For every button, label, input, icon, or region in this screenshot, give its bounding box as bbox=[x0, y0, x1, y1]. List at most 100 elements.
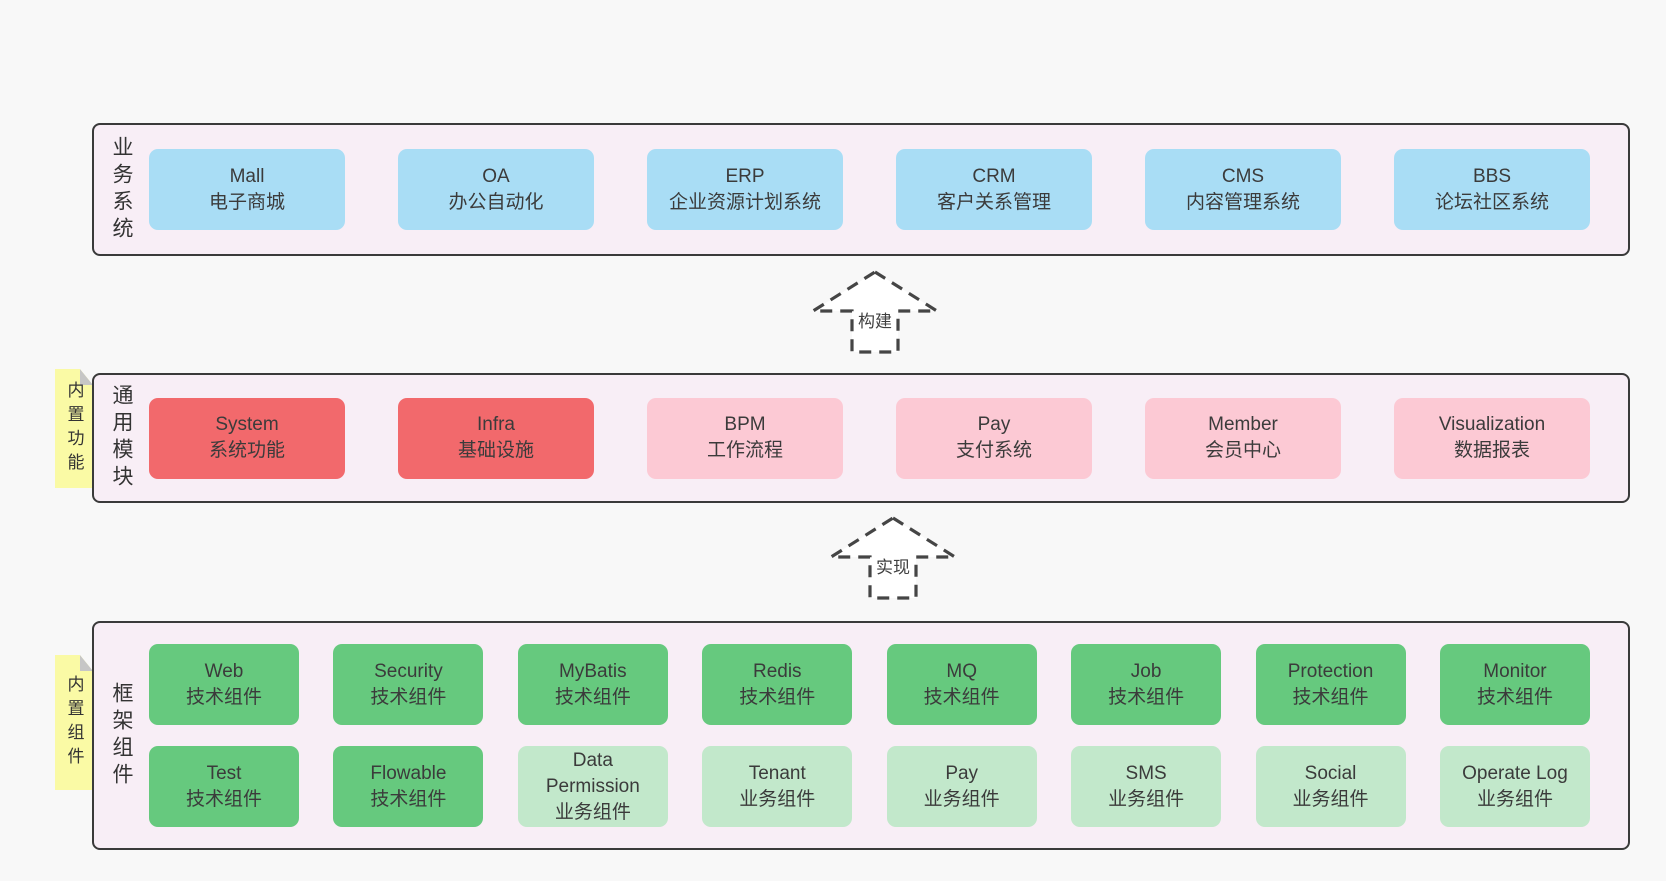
section-title: 框架组件 bbox=[110, 681, 133, 790]
box-subtitle: 论坛社区系统 bbox=[1434, 191, 1549, 213]
implement-arrow: 实现 bbox=[829, 516, 957, 600]
box-subtitle: 工作流程 bbox=[706, 440, 783, 461]
box-subtitle: 电子商城 bbox=[208, 191, 285, 213]
box-title: Web bbox=[204, 660, 244, 682]
box-title: Social bbox=[1304, 762, 1357, 784]
box-title: Member bbox=[1208, 414, 1278, 435]
section-label-column: 业务系统 bbox=[94, 125, 149, 254]
section-title: 业务系统 bbox=[110, 135, 133, 244]
box-subtitle: 技术组件 bbox=[1292, 686, 1369, 708]
box-title: Protection bbox=[1287, 660, 1374, 682]
sticky-note-built-in-components: 内置组件 bbox=[55, 655, 93, 790]
box-subtitle: 支付系统 bbox=[955, 440, 1032, 461]
box-title: OA bbox=[482, 165, 510, 187]
box-subtitle: 技术组件 bbox=[185, 788, 262, 810]
section-label-column: 框架组件 bbox=[94, 623, 149, 848]
box-mq: MQ 技术组件 bbox=[886, 644, 1037, 725]
box-mall: Mall 电子商城 bbox=[149, 149, 345, 230]
box-security: Security 技术组件 bbox=[333, 644, 484, 725]
box-title: Test bbox=[206, 762, 242, 784]
box-title: Pay bbox=[977, 414, 1011, 435]
up-arrow-icon bbox=[811, 270, 939, 354]
box-title: BBS bbox=[1472, 165, 1512, 187]
box-bbs: BBS 论坛社区系统 bbox=[1394, 149, 1590, 230]
box-job: Job 技术组件 bbox=[1071, 644, 1222, 725]
box-subtitle: 技术组件 bbox=[923, 686, 1000, 708]
box-bpm: BPM 工作流程 bbox=[647, 397, 843, 479]
build-arrow: 构建 bbox=[811, 270, 939, 354]
box-title: Data Permission bbox=[545, 749, 640, 797]
section-label-column: 通用模块 bbox=[94, 375, 149, 501]
box-title: MQ bbox=[946, 660, 977, 682]
box-cms: CMS 内容管理系统 bbox=[1145, 149, 1341, 230]
box-title: Security bbox=[374, 660, 443, 682]
box-title: ERP bbox=[725, 165, 765, 187]
arrow-label: 构建 bbox=[858, 312, 892, 331]
box-title: CMS bbox=[1221, 165, 1265, 187]
box-pay: Pay 支付系统 bbox=[896, 397, 1092, 479]
box-redis: Redis 技术组件 bbox=[702, 644, 853, 725]
box-subtitle: 技术组件 bbox=[739, 686, 816, 708]
box-title: Flowable bbox=[370, 762, 447, 784]
box-title: Infra bbox=[476, 414, 516, 435]
box-subtitle: 业务组件 bbox=[923, 788, 1000, 810]
box-title: Visualization bbox=[1438, 414, 1546, 435]
box-subtitle: 业务组件 bbox=[1292, 788, 1369, 810]
box-subtitle: 基础设施 bbox=[457, 440, 534, 461]
box-subtitle: 企业资源计划系统 bbox=[668, 191, 821, 213]
box-subtitle: 数据报表 bbox=[1453, 440, 1530, 461]
box-protection: Protection 技术组件 bbox=[1255, 644, 1406, 725]
sticky-note-built-in-features: 内置功能 bbox=[55, 369, 93, 488]
box-test: Test 技术组件 bbox=[149, 746, 299, 827]
box-title: Pay bbox=[945, 762, 979, 784]
box-title: Redis bbox=[752, 660, 802, 682]
box-visualization: Visualization 数据报表 bbox=[1394, 397, 1590, 479]
arrow-label: 实现 bbox=[876, 558, 910, 577]
up-arrow-icon bbox=[829, 516, 957, 600]
box-mybatis: MyBatis 技术组件 bbox=[517, 644, 668, 725]
section-common-modules: 通用模块 System 系统功能 Infra 基础设施 BPM 工作流程 Pay 支付系统 Me… bbox=[92, 373, 1630, 503]
box-title: CRM bbox=[972, 165, 1016, 187]
box-title: Job bbox=[1130, 660, 1162, 682]
box-subtitle: 技术组件 bbox=[370, 686, 447, 708]
box-title: BPM bbox=[724, 414, 766, 435]
box-social: Social 业务组件 bbox=[1255, 746, 1406, 827]
box-system: System 系统功能 bbox=[149, 397, 345, 479]
box-subtitle: 业务组件 bbox=[739, 788, 816, 810]
box-erp: ERP 企业资源计划系统 bbox=[647, 149, 843, 230]
box-subtitle: 业务组件 bbox=[1108, 788, 1185, 810]
box-subtitle: 系统功能 bbox=[208, 440, 285, 461]
box-title: System bbox=[215, 414, 279, 435]
box-title: Mall bbox=[229, 165, 265, 187]
box-subtitle: 业务组件 bbox=[554, 801, 631, 823]
box-subtitle: 内容管理系统 bbox=[1185, 191, 1300, 213]
box-subtitle: 技术组件 bbox=[554, 686, 631, 708]
sticky-note-label: 内置组件 bbox=[64, 674, 84, 771]
box-title: MyBatis bbox=[559, 660, 627, 682]
box-infra: Infra 基础设施 bbox=[398, 397, 594, 479]
section-title: 通用模块 bbox=[110, 384, 133, 492]
sticky-note-label: 内置功能 bbox=[64, 380, 84, 477]
box-subtitle: 客户关系管理 bbox=[936, 191, 1051, 213]
box-subtitle: 技术组件 bbox=[1108, 686, 1185, 708]
box-pay: Pay 业务组件 bbox=[886, 746, 1037, 827]
box-crm: CRM 客户关系管理 bbox=[896, 149, 1092, 230]
box-data-permission: Data Permission 业务组件 bbox=[517, 746, 668, 827]
box-title: Operate Log bbox=[1462, 762, 1568, 784]
